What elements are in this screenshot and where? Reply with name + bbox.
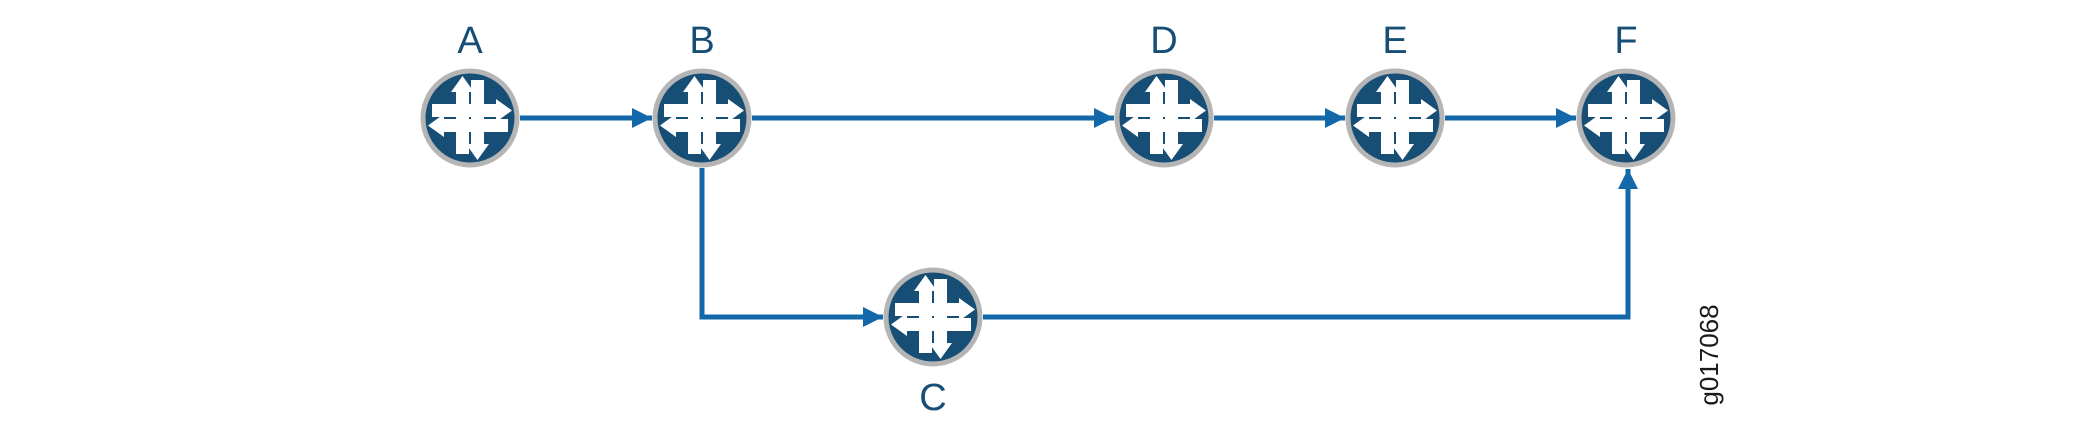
left-arrow — [1584, 114, 1664, 137]
router-label-C: C — [919, 377, 947, 419]
router-node-A: A — [420, 22, 520, 168]
router-circle — [420, 68, 520, 168]
right-arrow — [664, 99, 744, 122]
router-node-D: D — [1114, 22, 1214, 168]
left-arrow — [891, 313, 971, 336]
router-node-B: B — [652, 22, 752, 168]
router-icon — [420, 68, 520, 168]
right-arrow — [432, 99, 512, 122]
router-node-F: F — [1576, 22, 1676, 168]
figure-id-label: g017068 — [1694, 304, 1724, 406]
router-label-E: E — [1382, 20, 1408, 62]
router-node-C: C — [883, 267, 983, 417]
link-B-to-C — [699, 168, 883, 327]
router-label-D: D — [1150, 20, 1178, 62]
router-circle — [652, 68, 752, 168]
link-C-to-F — [983, 169, 1638, 320]
right-arrow — [1588, 99, 1668, 122]
left-arrow — [1122, 114, 1202, 137]
router-label-F: F — [1614, 20, 1638, 62]
router-icon — [1576, 68, 1676, 168]
router-label-A: A — [457, 20, 483, 62]
router-label-B: B — [689, 20, 715, 62]
right-arrow — [1126, 99, 1206, 122]
left-arrow — [660, 114, 740, 137]
left-arrow — [1353, 114, 1433, 137]
right-arrow — [895, 298, 975, 321]
router-circle — [1576, 68, 1676, 168]
router-circle — [883, 267, 983, 367]
router-icon — [1345, 68, 1445, 168]
router-icon — [883, 267, 983, 367]
router-node-E: E — [1345, 22, 1445, 168]
right-arrow — [1357, 99, 1437, 122]
router-icon — [652, 68, 752, 168]
router-circle — [1345, 68, 1445, 168]
left-arrow — [428, 114, 508, 137]
router-circle — [1114, 68, 1214, 168]
router-icon — [1114, 68, 1214, 168]
